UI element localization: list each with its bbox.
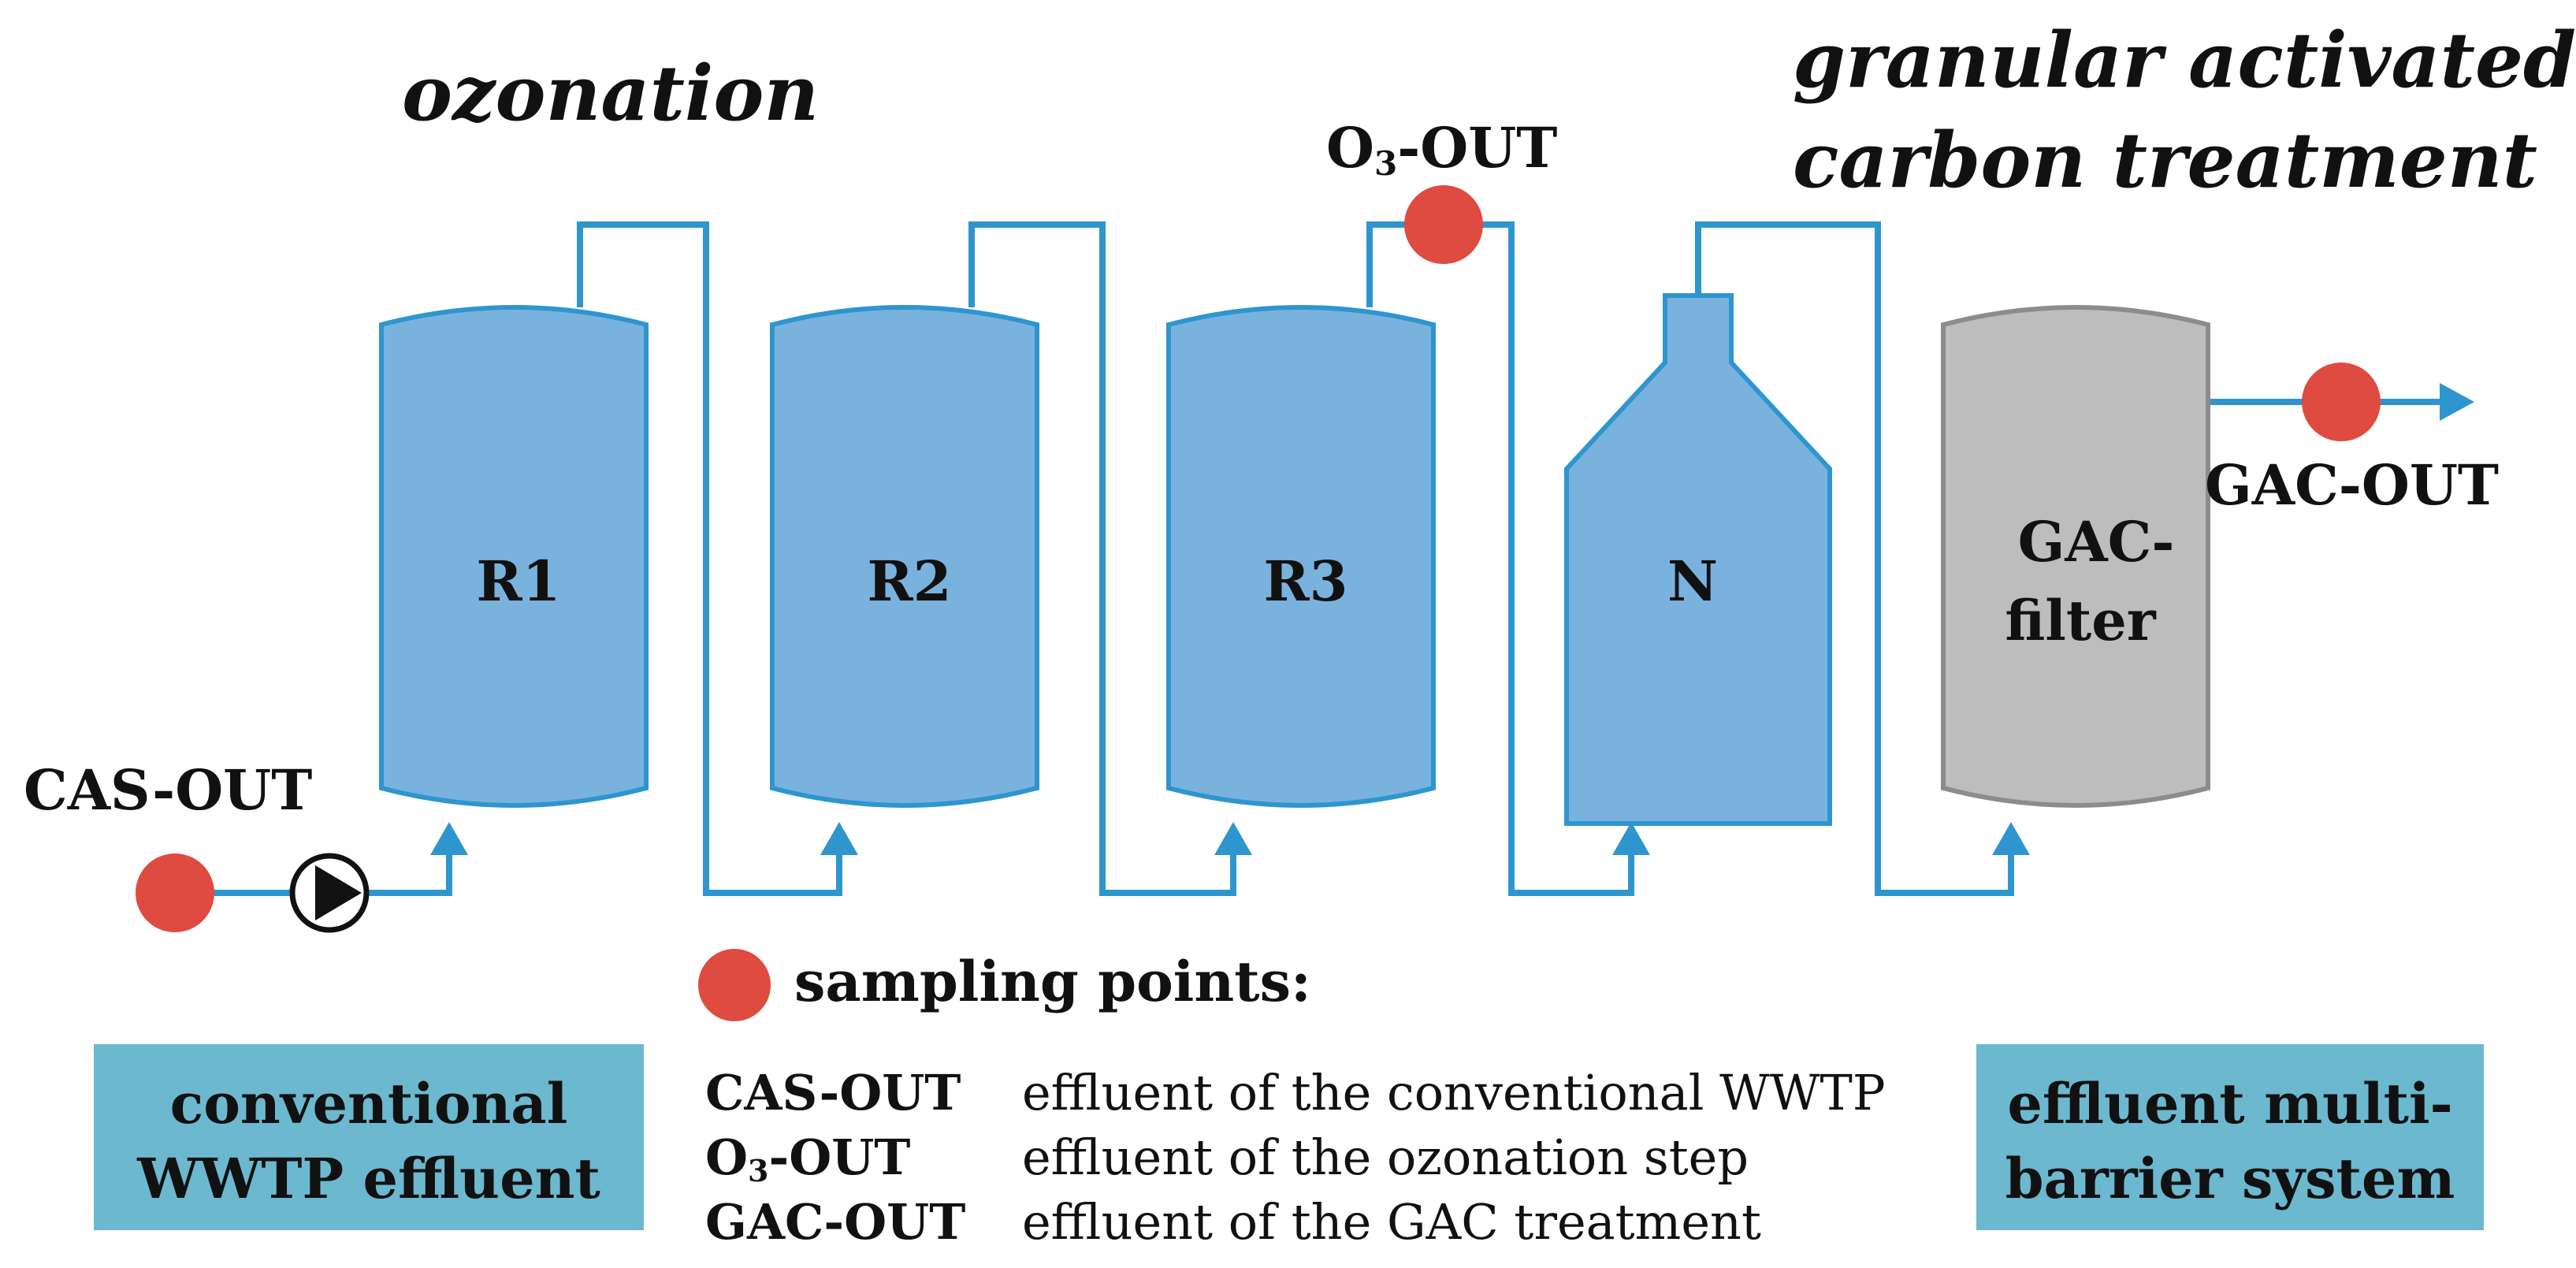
multi-barrier-box-line2: barrier system	[2005, 1146, 2455, 1211]
arrow-head-icon	[1612, 822, 1650, 855]
legend-title: sampling points:	[794, 949, 1311, 1014]
gac-heading-line2: carbon treatment	[1793, 116, 2537, 205]
pipe-r1-to-r2	[577, 221, 842, 896]
conventional-effluent-box: conventional WWTP effluent	[94, 1044, 644, 1230]
arrow-head-icon	[820, 822, 858, 855]
conventional-box-line2: WWTP effluent	[136, 1146, 600, 1211]
reactor-r2-body	[770, 305, 1039, 808]
pipe-r3-to-n	[1366, 221, 1634, 896]
arrow-head-icon	[430, 822, 468, 855]
pipe-n-to-gac	[1695, 221, 2014, 896]
gac-heading-line1: granular activated	[1793, 16, 2576, 105]
legend-desc-o3-out: effluent of the ozonation step	[1022, 1129, 1749, 1186]
reactor-r3-body	[1166, 305, 1436, 808]
vessel-n-label: N	[1667, 548, 1718, 614]
reactor-r1: R1	[379, 305, 649, 808]
sampling-point-legend-icon	[698, 949, 771, 1021]
legend-desc-gac-out: effluent of the GAC treatment	[1022, 1193, 1761, 1251]
sampling-point-gac-out	[2302, 363, 2381, 441]
cas-out-label: CAS-OUT	[24, 757, 312, 823]
arrow-heads	[430, 383, 2474, 855]
pipe-r2-to-r3	[968, 221, 1236, 896]
gac-filter-body	[1941, 305, 2210, 808]
vessel-n-body	[1564, 293, 1832, 826]
pump-icon	[289, 853, 370, 933]
conventional-box-line1: conventional	[170, 1071, 568, 1136]
gac-out-label: GAC-OUT	[2205, 452, 2499, 518]
arrow-head-icon	[2440, 383, 2474, 421]
gac-filter-label-line1: GAC-	[2018, 509, 2175, 575]
gac-filter: GAC- filter	[1941, 305, 2210, 808]
sampling-point-cas-out	[136, 853, 214, 932]
legend-code-o3-out: O3-OUT	[705, 1129, 910, 1188]
reactor-r1-body	[379, 305, 649, 808]
reactor-r3: R3	[1166, 305, 1436, 808]
sampling-point-o3-out	[1404, 185, 1483, 264]
legend-code-cas-out: CAS-OUT	[705, 1064, 961, 1121]
ozonation-heading: ozonation	[402, 49, 819, 138]
reactor-r2-label: R2	[868, 548, 952, 614]
legend-code-gac-out: GAC-OUT	[705, 1193, 965, 1251]
arrow-head-icon	[1992, 822, 2030, 855]
arrow-head-icon	[1214, 822, 1252, 855]
vessel-n: N	[1564, 293, 1832, 826]
legend-desc-cas-out: effluent of the conventional WWTP	[1022, 1064, 1886, 1121]
reactor-r3-label: R3	[1264, 548, 1348, 614]
o3-out-label: O3-OUT	[1326, 115, 1557, 183]
reactor-r2: R2	[770, 305, 1039, 808]
reactor-r1-label: R1	[477, 548, 561, 614]
gac-filter-label-line2: filter	[2005, 588, 2156, 653]
multi-barrier-box-line1: effluent multi-	[2007, 1071, 2452, 1136]
multi-barrier-box: effluent multi- barrier system	[1976, 1044, 2484, 1230]
